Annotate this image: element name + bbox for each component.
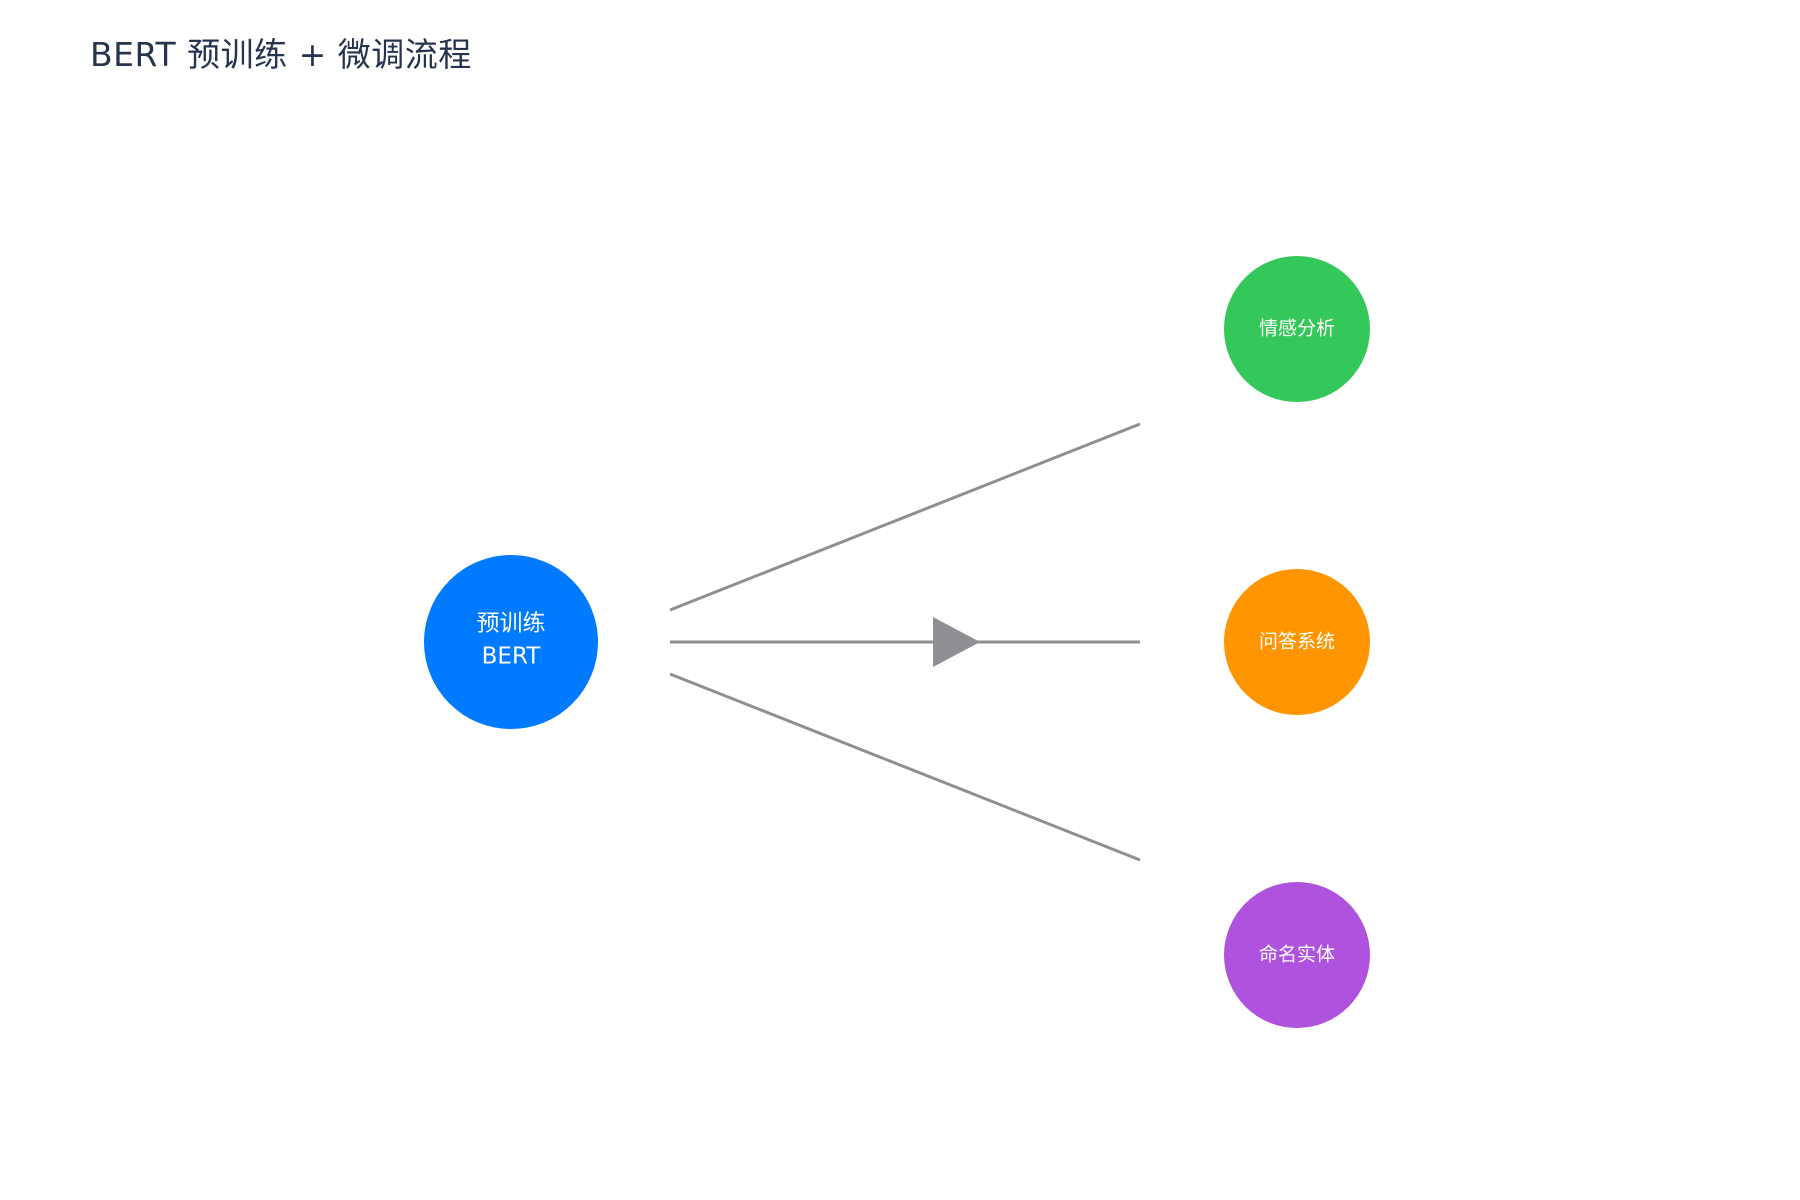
target-node-circle bbox=[1224, 256, 1370, 402]
target-node-circle bbox=[1224, 882, 1370, 1028]
source-node[interactable]: 预训练 BERT bbox=[424, 555, 598, 729]
target-node-ner[interactable]: 命名实体 bbox=[1224, 882, 1370, 1028]
edge-to-ner bbox=[669, 672, 1141, 862]
edge-to-sentiment bbox=[669, 422, 1141, 612]
target-node-label: 命名实体 bbox=[1259, 944, 1335, 966]
target-node-circle bbox=[1224, 569, 1370, 715]
target-node-label: 情感分析 bbox=[1259, 318, 1335, 340]
source-node-label-line2: BERT bbox=[482, 644, 542, 670]
source-node-circle bbox=[424, 555, 598, 729]
page-title: BERT 预训练 + 微调流程 bbox=[90, 35, 472, 74]
target-node-label: 问答系统 bbox=[1259, 631, 1335, 653]
arrow-head-icon bbox=[933, 617, 980, 667]
target-node-qa[interactable]: 问答系统 bbox=[1224, 569, 1370, 715]
target-node-sentiment[interactable]: 情感分析 bbox=[1224, 256, 1370, 402]
source-node-label-line1: 预训练 bbox=[477, 611, 546, 637]
